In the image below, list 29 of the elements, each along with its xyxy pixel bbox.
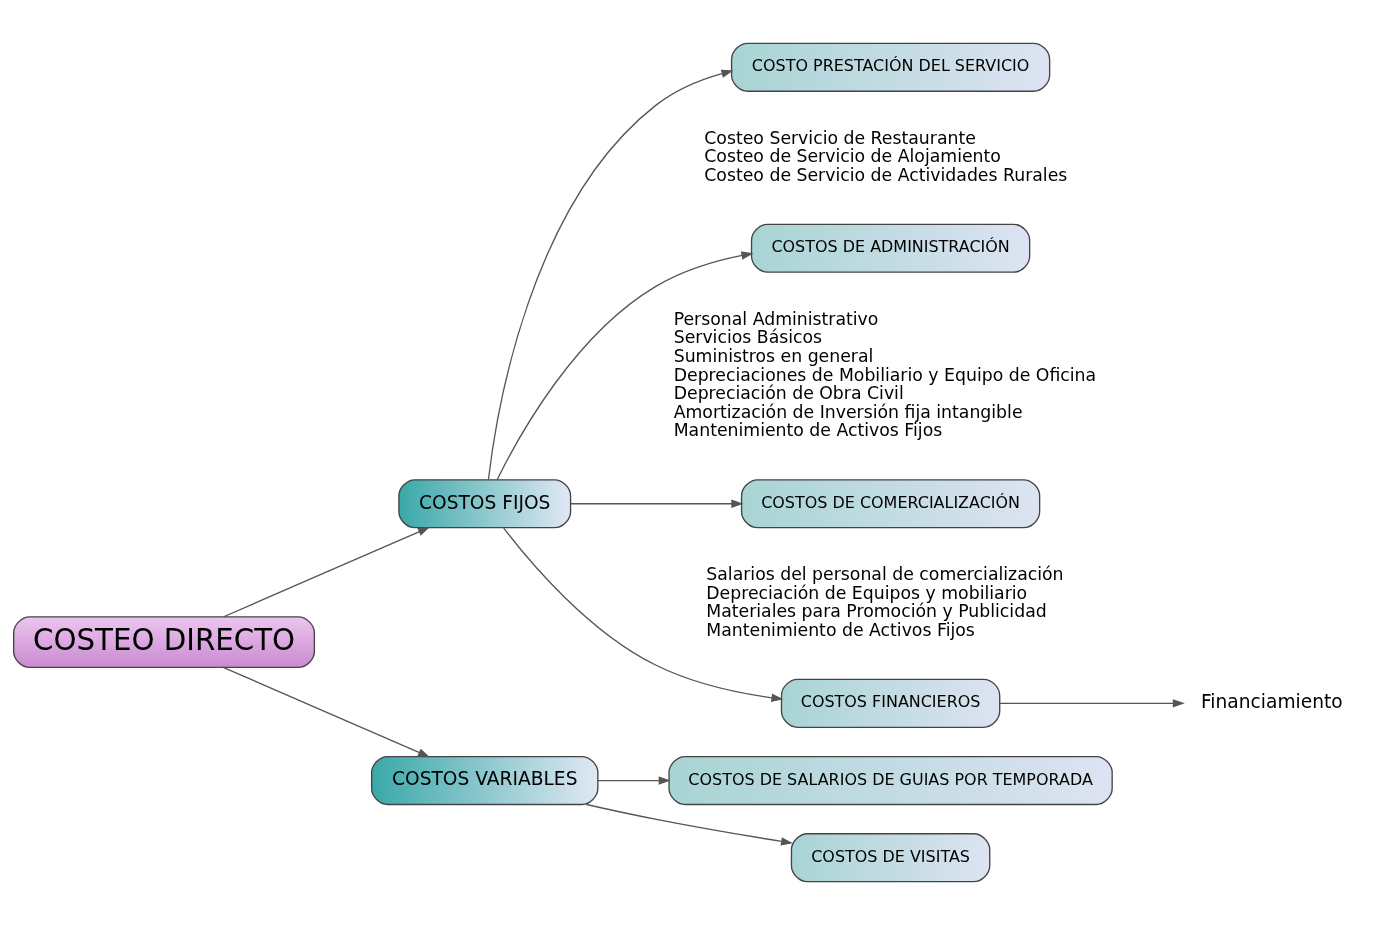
node-box: COSTOS DE VISITAS xyxy=(790,833,991,883)
node-box: COSTOS DE COMERCIALIZACIÓN xyxy=(740,479,1041,529)
node-box: COSTOS DE SALARIOS DE GUIAS POR TEMPORADA xyxy=(668,755,1113,806)
node-box: COSTEO DIRECTO xyxy=(13,616,316,669)
node-label: Amortización de Inversión fija intangible xyxy=(673,401,1023,422)
node-label: Servicios Básicos xyxy=(673,327,823,348)
node-label: Mantenimiento de Activos Fijos xyxy=(706,620,975,641)
arrow xyxy=(223,666,430,758)
node-label: Depreciación de Obra Civil xyxy=(673,383,904,404)
node-label: Costeo de Servicio de Alojamiento xyxy=(704,146,1001,167)
node-box: COSTOS VARIABLES xyxy=(370,755,599,806)
node-label: Salarios del personal de comercialización xyxy=(706,564,1064,585)
node-label: Costeo Servicio de Restaurante xyxy=(704,127,976,148)
arrow xyxy=(503,527,784,702)
arrow xyxy=(569,499,744,508)
node-box: COSTOS FIJOS xyxy=(398,479,572,529)
arrow xyxy=(999,699,1185,708)
arrow xyxy=(597,776,671,785)
arrow xyxy=(223,527,430,618)
node-label: Depreciación de Equipos y mobiliario xyxy=(706,582,1028,603)
node-label: Personal Administrativo xyxy=(673,308,879,329)
node-box: COSTOS FINANCIEROS xyxy=(780,678,1001,728)
node-box: COSTOS DE ADMINISTRACIÓN xyxy=(750,223,1031,273)
node-label: Suministros en general xyxy=(673,345,874,366)
arrow xyxy=(585,803,794,846)
node-box: COSTO PRESTACIÓN DEL SERVICIO xyxy=(730,42,1051,92)
arrow xyxy=(487,69,734,481)
node-text: Financiamiento xyxy=(1201,691,1343,713)
arrow xyxy=(496,251,754,481)
